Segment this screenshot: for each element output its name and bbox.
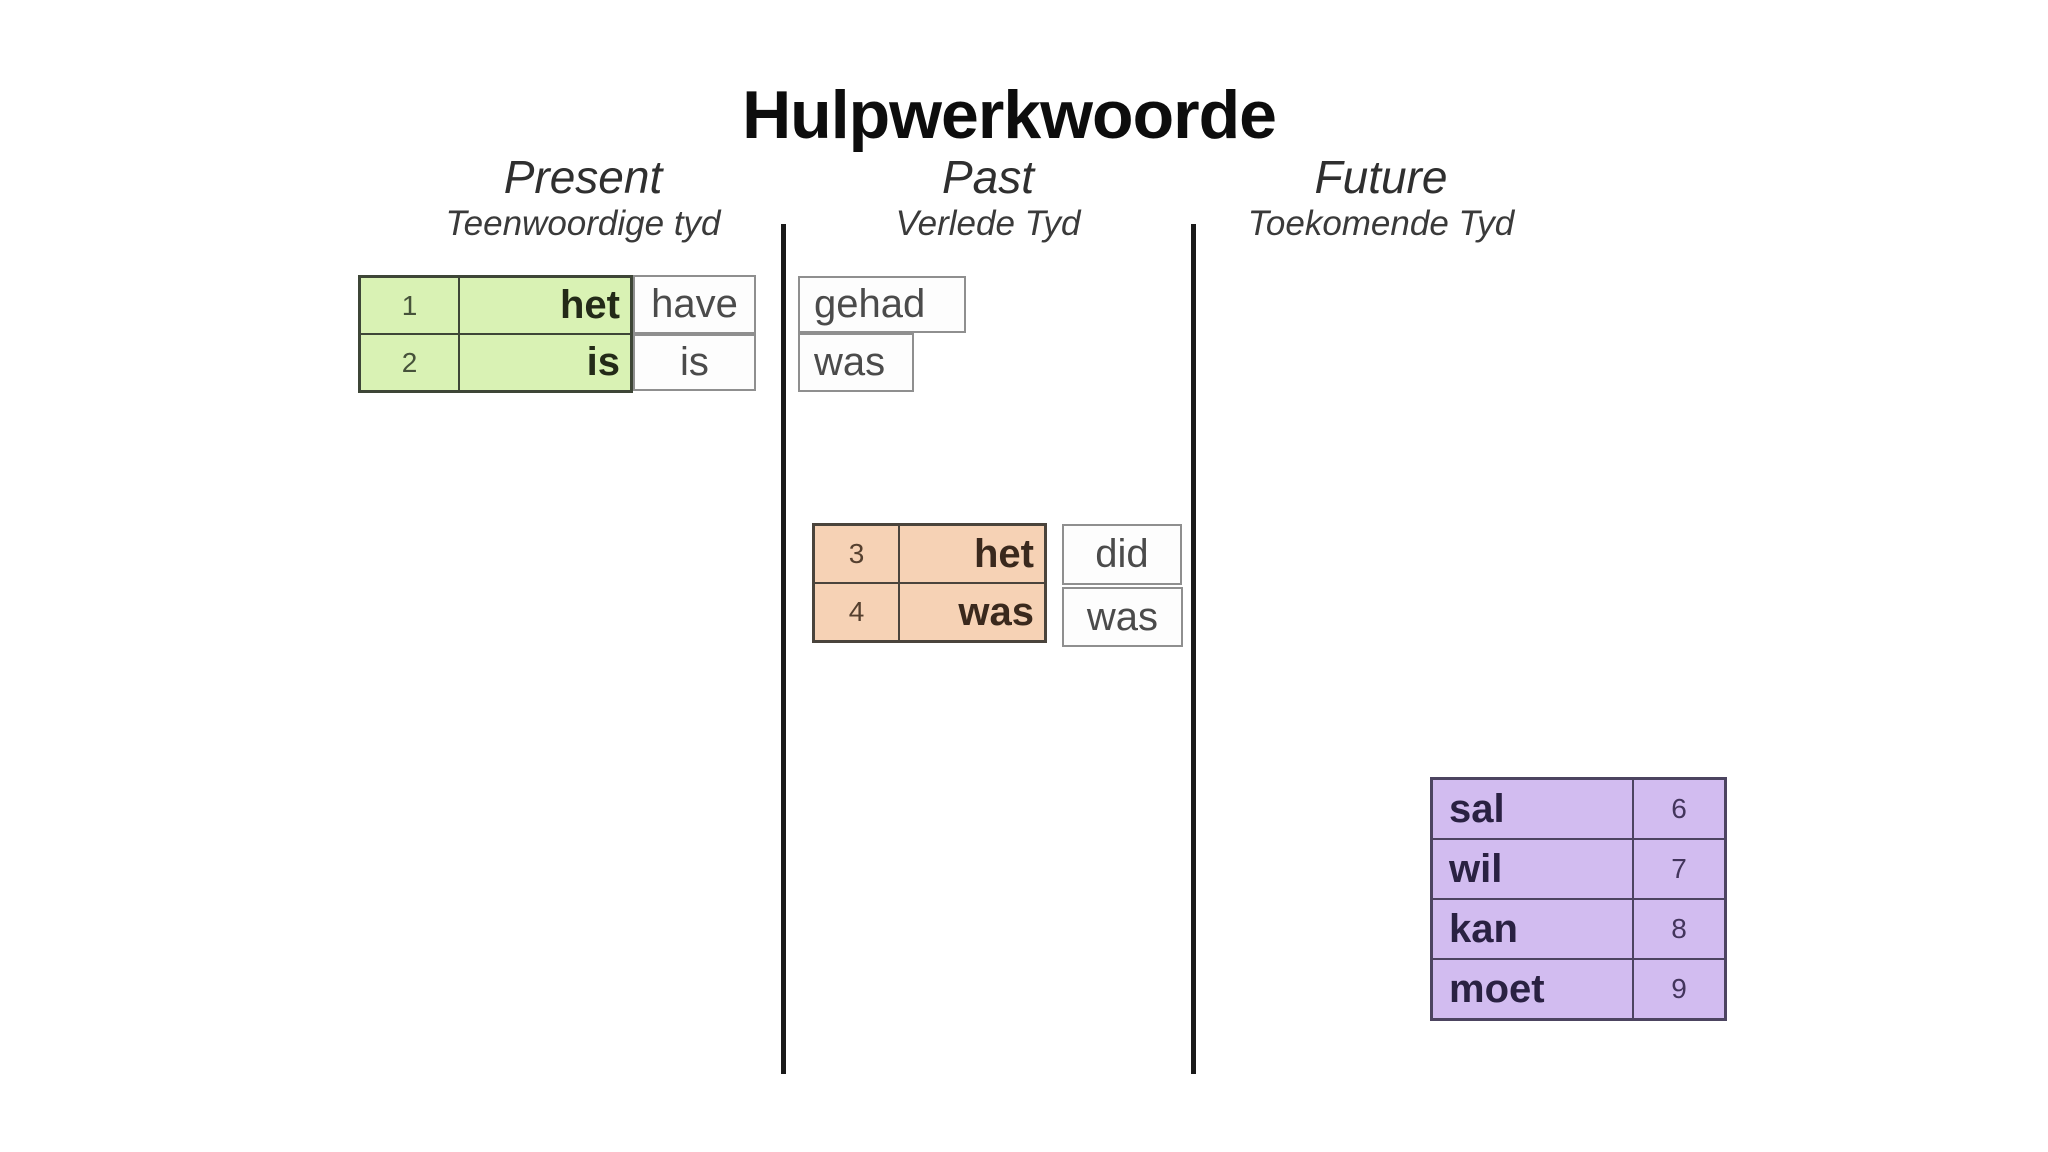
present-english-box-have: have — [633, 275, 756, 334]
past-english-box-was: was — [1062, 587, 1183, 647]
past-form-box-was: was — [798, 333, 914, 392]
table-cell-word: moet — [1433, 960, 1632, 1018]
future-afrikaans-table: sal 6 wil 7 kan 8 moet 9 — [1430, 777, 1727, 1021]
table-cell-word: is — [460, 335, 630, 390]
future-sublabel: Toekomende Tyd — [1247, 204, 1515, 243]
table-cell-word: het — [460, 278, 630, 333]
past-sublabel: Verlede Tyd — [895, 204, 1081, 243]
past-form-box-gehad: gehad — [798, 276, 966, 333]
table-cell-number: 8 — [1634, 900, 1724, 958]
page-title: Hulpwerkwoorde — [742, 77, 1277, 153]
past-afrikaans-table: 3 het 4 was — [812, 523, 1047, 643]
column-header-future: Future Toekomende Tyd — [1248, 150, 1515, 244]
table-cell-number: 7 — [1634, 840, 1724, 898]
column-header-present: Present Teenwoordige tyd — [445, 150, 720, 244]
column-header-past: Past Verlede Tyd — [896, 150, 1081, 244]
past-label: Past — [941, 151, 1035, 203]
table-cell-word: kan — [1433, 900, 1632, 958]
present-label: Present — [503, 151, 663, 203]
table-cell-number: 9 — [1634, 960, 1724, 1018]
present-afrikaans-table: 1 het 2 is — [358, 275, 633, 393]
table-cell-word: het — [900, 526, 1044, 582]
past-english-box-did: did — [1062, 524, 1182, 585]
column-divider-line-2 — [1191, 224, 1196, 1074]
table-cell-number: 4 — [815, 584, 898, 640]
column-divider-line-1 — [781, 224, 786, 1074]
table-cell-word: was — [900, 584, 1044, 640]
future-label: Future — [1314, 151, 1448, 203]
table-cell-number: 6 — [1634, 780, 1724, 838]
table-cell-number: 2 — [361, 335, 458, 390]
present-english-box-is: is — [633, 334, 756, 391]
table-cell-number: 1 — [361, 278, 458, 333]
table-cell-word: wil — [1433, 840, 1632, 898]
table-cell-word: sal — [1433, 780, 1632, 838]
present-sublabel: Teenwoordige tyd — [445, 204, 721, 243]
table-cell-number: 3 — [815, 526, 898, 582]
